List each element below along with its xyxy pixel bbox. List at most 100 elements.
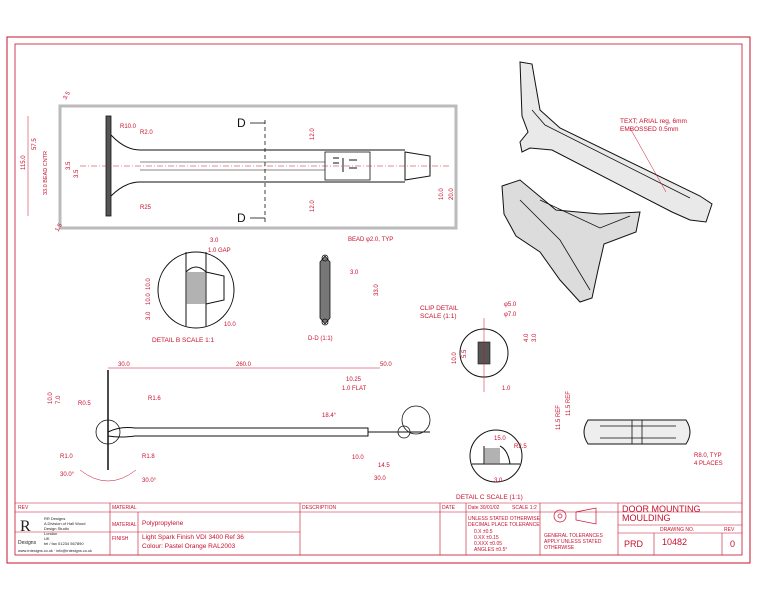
section-dd-d30: 3.0	[350, 270, 359, 276]
general-tol-2: APPLY UNLESS STATED	[544, 539, 602, 545]
date-value: Date 30/01/02	[468, 505, 500, 511]
dim-15: 1.5	[55, 222, 65, 233]
side-d1025: 10.25	[346, 377, 362, 383]
tol-row-3: 0.XXX ±0.05	[474, 541, 503, 547]
side-a300b: 30.0°	[142, 478, 157, 484]
scale-value: SCALE 1:2	[512, 505, 537, 511]
material-header: MATERIAL	[112, 505, 137, 511]
side-flat: 1.0 FLAT	[342, 386, 367, 392]
detail-b-gap: 1.0 GAP	[208, 248, 231, 254]
section-dd-profile	[319, 255, 331, 325]
section-label-bottom: D	[237, 211, 246, 225]
dim-115: 115.0	[21, 155, 27, 170]
top-view: D D 115.0 57.5 33.0 BEAD CNTR 3.5 3.5 3.…	[21, 90, 458, 233]
ref-115a: 11.5 REF	[556, 405, 562, 430]
detail-b-marker	[95, 419, 121, 445]
clip-d55: 5.5	[462, 349, 468, 358]
detail-c-hatch	[484, 448, 500, 464]
side-arm	[107, 427, 369, 438]
detail-b-d100a: 10.0	[146, 293, 152, 305]
detail-c: 15.0 R2.5 3.0 DETAIL C SCALE (1:1)	[456, 429, 527, 501]
top-view-panel	[58, 104, 458, 230]
clip-detail: CLIP DETAIL SCALE (1:1) φ5.0 φ7.0 4.0 3.…	[420, 302, 538, 392]
tol-title-2: DECIMAL PLACE TOLERANCE	[468, 522, 540, 528]
dim-r100: R10.0	[120, 124, 137, 130]
side-r18: R1.8	[142, 454, 155, 460]
dim-35b: 3.5	[66, 161, 72, 170]
drawing-title-2: MOULDING	[622, 513, 671, 523]
dim-100: 10.0	[439, 188, 445, 200]
side-d100b: 10.0	[352, 455, 364, 461]
clip-d30: 3.0	[532, 333, 538, 342]
detail-b-caption: DETAIL B SCALE 1:1	[152, 337, 215, 344]
clip-d10: 1.0	[502, 386, 511, 392]
detail-b-hatch	[186, 272, 206, 304]
side-d300b: 30.0	[374, 476, 386, 482]
tol-row-4: ANGLES ±0.5°	[474, 547, 508, 553]
side-d100: 10.0	[48, 392, 54, 404]
iso-part-lower-detail	[519, 199, 631, 291]
flange-fillet-top	[110, 134, 141, 151]
clip-detail-title1: CLIP DETAIL	[420, 305, 459, 312]
section-dd-bead-bottom	[321, 318, 329, 326]
drawing-number: 10482	[662, 537, 688, 547]
company-line-2: A Division of Hall Wood	[44, 521, 86, 526]
company-line-4: London	[44, 531, 58, 536]
drawing-title-1: DOOR MOUNTING	[622, 504, 701, 514]
side-d500: 50.0	[380, 362, 392, 368]
detail-b-d30: 3.0	[210, 238, 219, 244]
section-dd: BEAD φ2.0, TYP 3.0 33.0 D-D (1:1)	[308, 237, 393, 342]
detail-c-r25: R2.5	[514, 444, 527, 450]
iso-part-upper-rib	[531, 109, 691, 199]
finish-value: Light Spark Finish VDI 3400 Ref 36	[142, 534, 244, 541]
projection-symbol	[553, 507, 597, 525]
isometric-views: TEXT; ARIAL reg, 6mm EMBOSSED 0.5mm	[501, 61, 713, 303]
company-line-6: tel / fax 01234 567890	[44, 541, 84, 546]
side-a300a: 30.0°	[60, 472, 75, 478]
rev-number-label: REV	[724, 527, 735, 533]
side-r16: R1.6	[148, 396, 161, 402]
dim-120a: 12.0	[310, 128, 316, 140]
tol-title-1: UNLESS STATED OTHERWISE	[468, 516, 540, 522]
section-dd-d330: 33.0	[374, 284, 380, 296]
end-view-detail	[600, 420, 676, 444]
company-logo: R	[20, 518, 31, 535]
clip-d40: 4.0	[524, 333, 530, 342]
ref-115b: 11.5 REF	[566, 391, 572, 416]
clip-p50: φ5.0	[504, 302, 517, 308]
iso-part-upper	[519, 61, 713, 223]
dim-575: 57.5	[32, 138, 38, 150]
side-angle: 18.4°	[322, 413, 337, 419]
flange-fillet-bottom	[110, 181, 141, 197]
company-web: www.rrdesigns.co.uk · info@rrdesigns.co.…	[18, 549, 92, 553]
clip-d100: 10.0	[452, 352, 458, 364]
dim-r20: R2.0	[140, 130, 153, 136]
side-view: 30.0 260.0 50.0 10.25 1.0 FLAT 18.4° 10.…	[48, 362, 431, 484]
colour-value: Colour: Pastel Orange RAL2003	[142, 543, 236, 550]
material-value: Polypropylene	[142, 520, 184, 527]
dim-120b: 12.0	[310, 200, 316, 212]
description-label: DESCRIPTION	[302, 505, 337, 511]
inner-border	[14, 43, 743, 556]
company-address: RR Designs A Division of Hall Wood Desig…	[44, 516, 86, 546]
side-d2600: 260.0	[236, 362, 252, 368]
r8-note-2: 4 PLACES	[694, 461, 723, 467]
tol-row-1: 0.X ±0.5	[474, 529, 493, 535]
detail-c-marker	[401, 405, 431, 435]
side-d300: 30.0	[118, 362, 130, 368]
text-note-line1: TEXT; ARIAL reg, 6mm	[620, 118, 687, 125]
clip-tip	[404, 151, 431, 181]
tol-row-2: 0.XX ±0.15	[474, 535, 499, 541]
section-dd-caption: D-D (1:1)	[308, 336, 333, 342]
company-line-5: UK	[44, 536, 50, 541]
section-label-top: D	[237, 116, 246, 130]
company-line-3: Design Studio	[44, 526, 69, 531]
drawing-prefix: PRD	[624, 539, 644, 549]
drawing-number-label: DRAWING NO.	[660, 527, 695, 533]
company-line-1: RR Designs	[44, 516, 66, 521]
end-view-outline	[583, 419, 691, 445]
detail-c-d150: 15.0	[494, 436, 506, 442]
section-dd-bead-top	[321, 254, 329, 262]
detail-c-d30: 3.0	[494, 478, 503, 484]
side-d145: 14.5	[378, 463, 390, 469]
